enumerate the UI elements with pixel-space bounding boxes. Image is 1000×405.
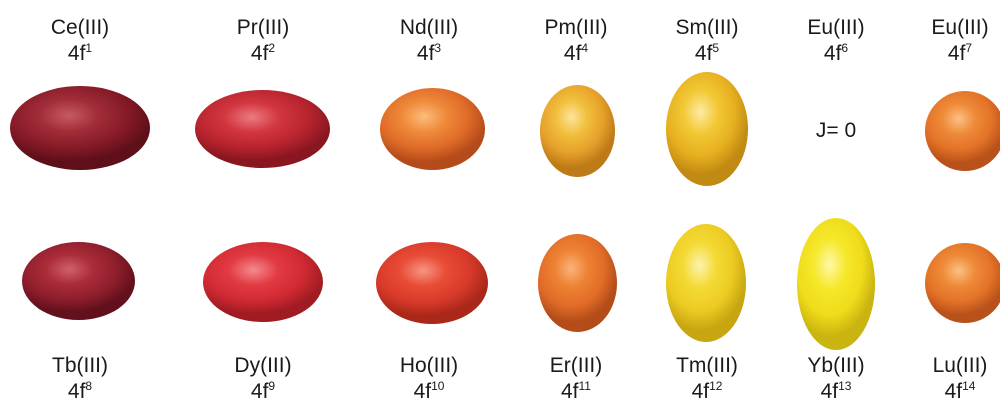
electron-config: 4f12 (647, 379, 767, 405)
charge-density-ellipsoid-ce (10, 86, 150, 170)
electron-config: 4f10 (369, 379, 489, 405)
ion-label-bottom-1: Dy(III) 4f9 (203, 353, 323, 405)
charge-density-ellipsoid-er (538, 234, 617, 332)
ion-label-top-1: Pr(III) 4f2 (203, 15, 323, 67)
ion-name: Sm(III) (647, 15, 767, 41)
charge-density-ellipsoid-pr (195, 90, 330, 168)
ion-name: Ho(III) (369, 353, 489, 379)
electron-config: 4f5 (647, 41, 767, 67)
ion-label-bottom-3: Er(III) 4f11 (516, 353, 636, 405)
charge-density-ellipsoid-pm (540, 85, 615, 177)
electron-config: 4f6 (776, 41, 896, 67)
electron-config: 4f7 (900, 41, 1000, 67)
ion-label-bottom-0: Tb(III) 4f8 (20, 353, 140, 405)
electron-config: 4f8 (20, 379, 140, 405)
ion-name: Dy(III) (203, 353, 323, 379)
j-zero-note: J= 0 (776, 118, 896, 144)
ion-label-top-4: Sm(III) 4f5 (647, 15, 767, 67)
ion-label-bottom-2: Ho(III) 4f10 (369, 353, 489, 405)
charge-density-ellipsoid-tm (666, 224, 746, 342)
charge-density-ellipsoid-nd (380, 88, 485, 170)
electron-config: 4f4 (516, 41, 636, 67)
ion-name: Yb(III) (776, 353, 896, 379)
ion-label-bottom-6: Lu(III) 4f14 (900, 353, 1000, 405)
charge-density-ellipsoid-lu (925, 243, 1000, 323)
ion-name: Tm(III) (647, 353, 767, 379)
electron-config: 4f11 (516, 379, 636, 405)
ion-name: Er(III) (516, 353, 636, 379)
ion-label-top-5: Eu(III) 4f6 (776, 15, 896, 67)
electron-config: 4f2 (203, 41, 323, 67)
ion-label-top-0: Ce(III) 4f1 (20, 15, 140, 67)
charge-density-ellipsoid-sm (666, 72, 748, 186)
electron-config: 4f13 (776, 379, 896, 405)
ion-name: Lu(III) (900, 353, 1000, 379)
ion-name: Ce(III) (20, 15, 140, 41)
ion-label-top-6: Eu(III) 4f7 (900, 15, 1000, 67)
electron-config: 4f3 (369, 41, 489, 67)
charge-density-ellipsoid-yb (797, 218, 875, 350)
ion-name: Eu(III) (776, 15, 896, 41)
ion-label-top-2: Nd(III) 4f3 (369, 15, 489, 67)
electron-config: 4f9 (203, 379, 323, 405)
electron-config: 4f14 (900, 379, 1000, 405)
ion-name: Eu(III) (900, 15, 1000, 41)
ion-label-bottom-4: Tm(III) 4f12 (647, 353, 767, 405)
ion-label-top-3: Pm(III) 4f4 (516, 15, 636, 67)
charge-density-ellipsoid-ho (376, 242, 488, 324)
ion-name: Pr(III) (203, 15, 323, 41)
ion-label-bottom-5: Yb(III) 4f13 (776, 353, 896, 405)
charge-density-ellipsoid-tb (22, 242, 135, 320)
charge-density-ellipsoid-dy (203, 242, 323, 322)
electron-config: 4f1 (20, 41, 140, 67)
charge-density-ellipsoid-eu (925, 91, 1000, 171)
ion-name: Nd(III) (369, 15, 489, 41)
ion-name: Pm(III) (516, 15, 636, 41)
ion-name: Tb(III) (20, 353, 140, 379)
